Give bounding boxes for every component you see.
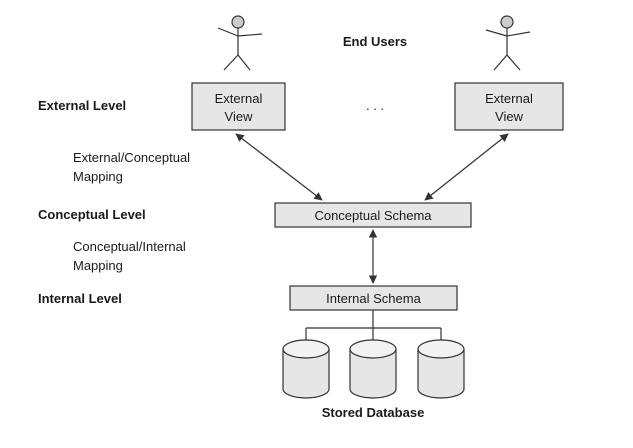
internal-schema-label: Internal Schema <box>326 291 421 306</box>
conceptual-level-label: Conceptual Level <box>38 207 146 222</box>
external-view-right-line2: View <box>495 109 524 124</box>
external-view-left-line2: View <box>225 109 254 124</box>
external-left-to-conceptual-arrow <box>235 133 323 201</box>
ellipsis: . . . <box>366 98 384 113</box>
external-right-to-conceptual-arrow <box>424 133 509 201</box>
conceptual-internal-mapping-label-line1: Conceptual/Internal <box>73 239 186 254</box>
stored-database-label: Stored Database <box>322 405 425 420</box>
internal-schema-box: Internal Schema <box>289 285 458 311</box>
database-connectors <box>305 310 442 340</box>
user-left-icon <box>217 15 263 71</box>
conceptual-internal-mapping-label-line2: Mapping <box>73 258 123 273</box>
external-view-right: External View <box>454 82 564 131</box>
user-right-icon <box>485 15 531 71</box>
database-cylinder-icon <box>349 339 397 399</box>
external-view-left: External View <box>191 82 286 131</box>
database-cylinder-icon <box>282 339 330 399</box>
external-conceptual-mapping-label-line1: External/Conceptual <box>73 150 190 165</box>
database-cylinder-icon <box>417 339 465 399</box>
external-conceptual-mapping-label-line2: Mapping <box>73 169 123 184</box>
external-level-label: External Level <box>38 98 126 113</box>
end-users-label: End Users <box>343 34 407 49</box>
conceptual-schema-label: Conceptual Schema <box>314 208 432 223</box>
internal-level-label: Internal Level <box>38 291 122 306</box>
conceptual-schema-box: Conceptual Schema <box>274 202 472 228</box>
external-view-left-line1: External <box>215 91 263 106</box>
external-view-right-line1: External <box>485 91 533 106</box>
